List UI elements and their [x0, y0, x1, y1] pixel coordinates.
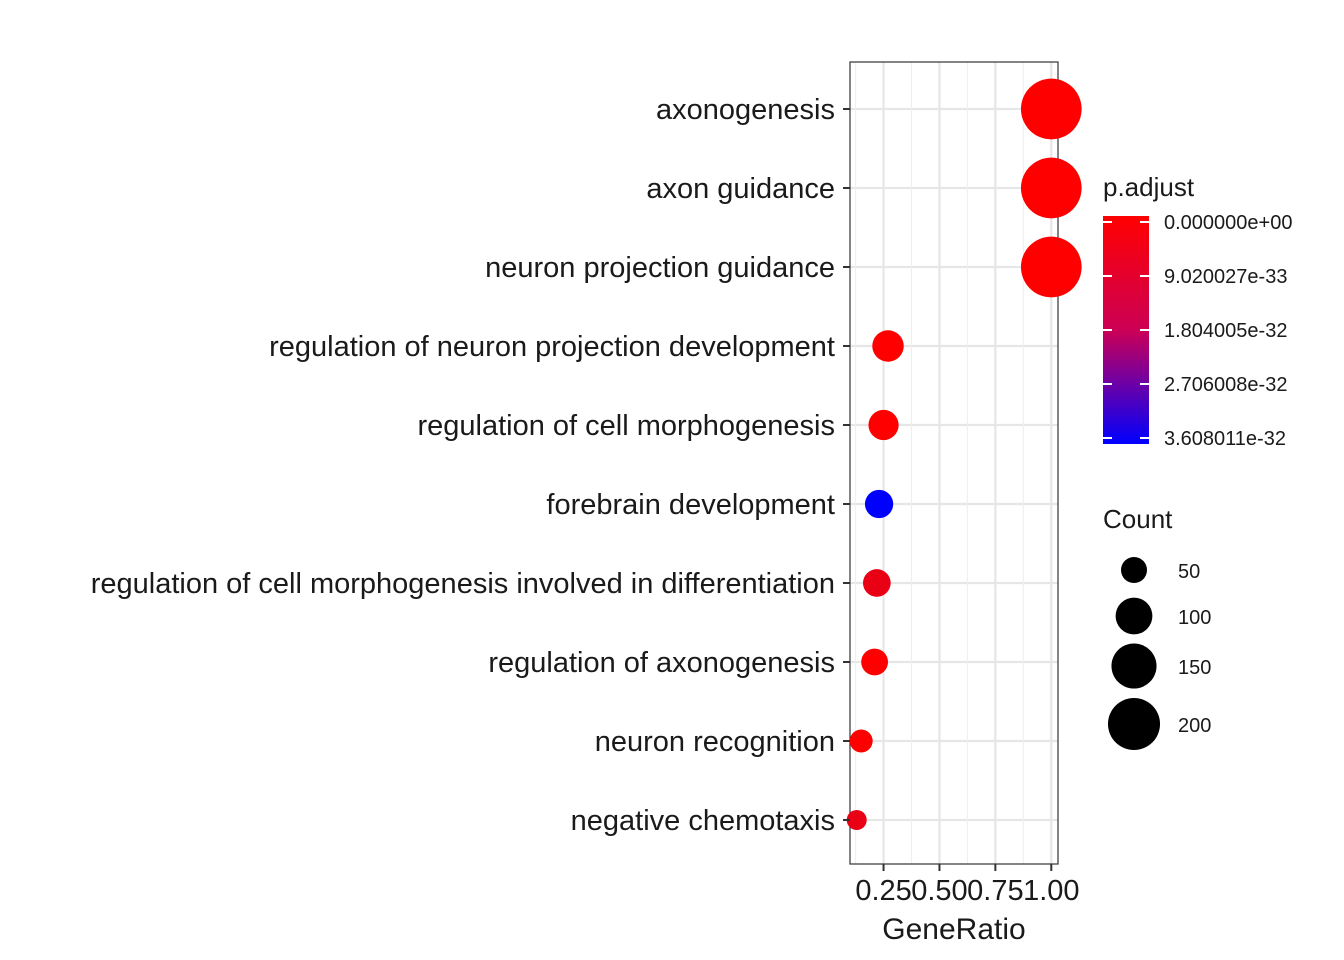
- y-tick-label: axon guidance: [646, 173, 835, 205]
- color-legend-label: 0.000000e+00: [1164, 212, 1292, 234]
- size-legend-key: [1107, 697, 1161, 751]
- size-legend-key: [1111, 643, 1157, 689]
- data-point: [868, 409, 899, 441]
- data-point: [846, 810, 867, 830]
- data-point: [1020, 236, 1082, 298]
- color-legend: p.adjust 0.000000e+00 9.020027e-33 1.80400…: [1103, 172, 1292, 450]
- data-points: [846, 78, 1082, 830]
- data-point: [849, 729, 873, 753]
- color-legend-label: 1.804005e-32: [1164, 320, 1287, 342]
- data-point: [872, 330, 904, 362]
- y-tick-label: regulation of cell morphogenesis involve…: [91, 568, 835, 600]
- y-tick-label: regulation of neuron projection developm…: [269, 331, 835, 363]
- size-legend-title: Count: [1103, 504, 1173, 534]
- size-legend-label: 150: [1178, 657, 1211, 679]
- size-legend-key: [1115, 597, 1153, 635]
- y-axis: axonogenesis axon guidance neuron projecti…: [91, 94, 850, 837]
- plot-panel-border: [849, 61, 1059, 865]
- size-legend-label: 50: [1178, 561, 1200, 583]
- data-point: [864, 489, 894, 519]
- data-point: [1020, 78, 1082, 140]
- color-legend-label: 2.706008e-32: [1164, 374, 1287, 396]
- size-legend-label: 200: [1178, 715, 1211, 737]
- data-point: [862, 569, 891, 597]
- x-tick-label: 0.75: [967, 875, 1023, 907]
- y-tick-label: forebrain development: [546, 489, 835, 521]
- y-tick-label: regulation of cell morphogenesis: [417, 410, 835, 442]
- size-legend-label: 100: [1178, 607, 1211, 629]
- y-tick-label: negative chemotaxis: [571, 805, 835, 837]
- x-tick-label: 1.00: [1023, 875, 1079, 907]
- data-point: [861, 648, 889, 676]
- color-legend-ticks: 0.000000e+00 9.020027e-33 1.804005e-32 2.70…: [1103, 212, 1292, 450]
- size-legend-items: 50 100 150 200: [1107, 556, 1211, 751]
- y-tick-label: axonogenesis: [656, 94, 835, 126]
- color-legend-title: p.adjust: [1103, 172, 1195, 202]
- y-tick-label: neuron recognition: [595, 726, 835, 758]
- y-tick-label: neuron projection guidance: [485, 252, 835, 284]
- data-point: [1020, 157, 1082, 219]
- x-axis-title: GeneRatio: [882, 913, 1025, 946]
- x-tick-label: 0.50: [911, 875, 967, 907]
- x-tick-label: 0.25: [855, 875, 911, 907]
- color-legend-label: 9.020027e-33: [1164, 266, 1287, 288]
- size-legend: Count 50 100 150 200: [1103, 504, 1211, 751]
- y-tick-label: regulation of axonogenesis: [488, 647, 835, 679]
- size-legend-key: [1120, 556, 1148, 584]
- color-legend-label: 3.608011e-32: [1164, 428, 1286, 450]
